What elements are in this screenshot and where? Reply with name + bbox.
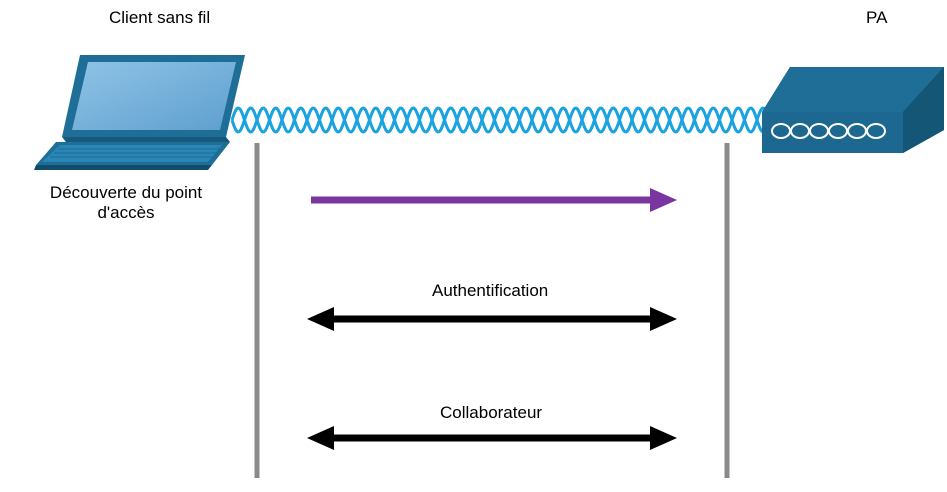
discovery-label: Découverte du point d'accès	[36, 183, 216, 223]
laptop-icon	[34, 55, 245, 170]
client-label: Client sans fil	[109, 8, 211, 27]
access-point-icon	[762, 67, 944, 153]
wireless-link	[230, 106, 767, 134]
authentication-label: Authentification	[432, 281, 549, 300]
association-label: Collaborateur	[440, 403, 543, 422]
discovery-arrow	[311, 188, 677, 212]
discovery-label-line1: Découverte du point	[49, 183, 203, 202]
ap-label: PA	[866, 8, 888, 27]
association-arrow	[307, 426, 677, 450]
authentication-arrow	[307, 307, 677, 331]
discovery-label-line2: d'accès	[97, 203, 155, 222]
